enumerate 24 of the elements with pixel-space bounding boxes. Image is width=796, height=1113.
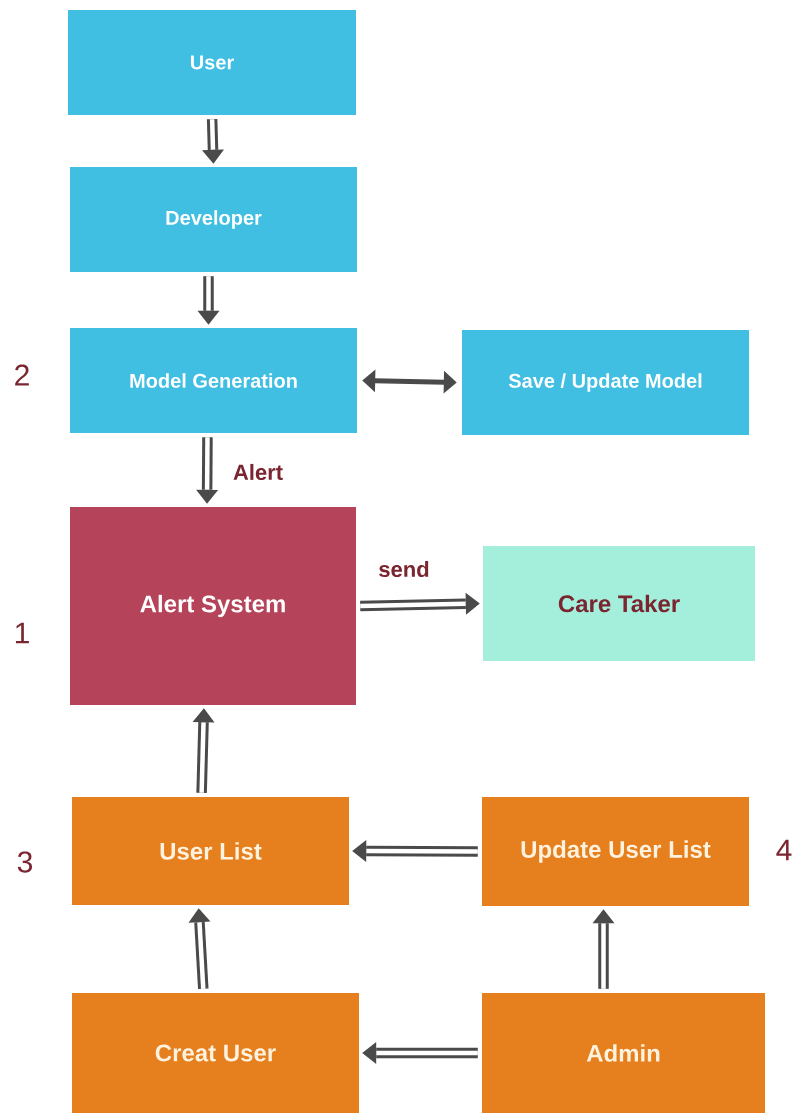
process-box: User <box>68 10 356 115</box>
step-number: 3 <box>17 851 33 873</box>
process-box: Creat User <box>72 993 359 1113</box>
arrow <box>197 276 220 325</box>
process-box: User List <box>72 797 349 905</box>
edge-label: send <box>377 559 431 579</box>
arrow <box>362 1042 478 1064</box>
process-box: Model Generation <box>70 328 357 433</box>
step-number: 1 <box>15 622 29 644</box>
process-box: Care Taker <box>483 546 755 661</box>
arrow <box>196 437 219 504</box>
process-box: Developer <box>70 167 357 272</box>
step-number: 2 <box>15 364 29 386</box>
arrow <box>352 840 478 863</box>
arrow <box>192 708 215 793</box>
arrow <box>360 592 480 615</box>
process-box: Update User List <box>482 797 749 906</box>
arrow <box>202 119 224 164</box>
process-box: Alert System <box>70 507 356 705</box>
process-box: Save / Update Model <box>462 330 749 435</box>
process-box: Admin <box>482 993 765 1113</box>
arrow <box>592 909 615 989</box>
edge-label: Alert <box>231 462 285 482</box>
arrow <box>188 908 211 990</box>
